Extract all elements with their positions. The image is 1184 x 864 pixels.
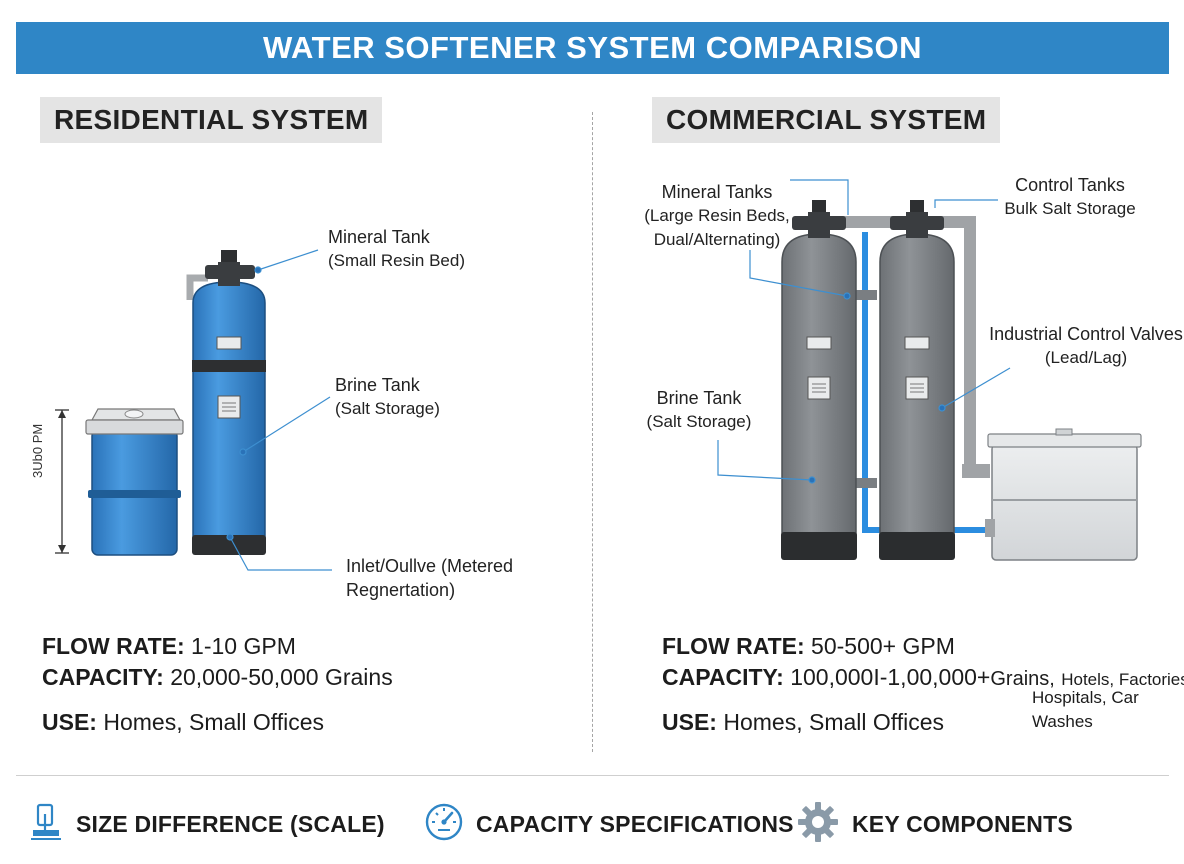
section-divider [592,112,593,752]
res-capacity: CAPACITY: 20,000-50,000 Grains [42,662,393,692]
com-control-tanks-callout: Control Tanks Bulk Salt Storage [1000,173,1140,221]
com-control-tanks-sub: Bulk Salt Storage [1004,199,1136,218]
res-mineral-tank-sub: (Small Resin Bed) [328,251,465,270]
res-brine-tank-title: Brine Tank [335,375,420,395]
com-brine-tank-sub: (Salt Storage) [646,412,752,431]
com-use-value: Homes, Small Offices [723,709,945,735]
commercial-leader-lines [717,179,1011,484]
gauge-icon [424,802,464,847]
com-mineral-tanks-sub2: Dual/Alternating) [653,230,781,249]
res-capacity-value: 20,000-50,000 Grains [170,664,393,690]
commercial-brine-tank [985,428,1142,561]
res-brine-tank-sub: (Salt Storage) [335,399,440,418]
residential-brine-tank [85,408,184,556]
com-capacity-extra1: Hotels, Factories, [1061,670,1184,689]
com-capacity: CAPACITY: 100,000I-1,00,000+Grains, Hote… [662,662,1184,695]
com-mineral-tanks-title: Mineral Tanks [661,182,773,202]
res-mineral-tank-callout: Mineral Tank (Small Resin Bed) [328,225,465,273]
com-control-valves-title: Industrial Control Valves [989,324,1183,344]
res-inlet-callout: Inlet/Oullve (Metered Regnertation) [346,554,513,602]
commercial-mineral-tank-1 [781,200,857,560]
residential-mineral-tank [186,250,266,555]
footer-label-size: SIZE DIFFERENCE (SCALE) [76,810,385,837]
com-flow-rate: FLOW RATE: 50-500+ GPM [662,631,955,661]
scale-label: 3Ub0 PM [30,423,45,478]
gear-icon [796,800,840,849]
scale-icon [30,802,64,847]
footer-label-components: KEY COMPONENTS [852,810,1073,837]
com-brine-tank-callout: Brine Tank (Salt Storage) [646,386,752,434]
footer-divider [16,775,1169,776]
res-capacity-label: CAPACITY: [42,664,164,690]
com-brine-tank-title: Brine Tank [656,388,742,408]
footer-capacity-specs: CAPACITY SPECIFICATIONS [424,800,794,848]
com-capacity-unit: Grains, [990,668,1055,690]
res-brine-tank-callout: Brine Tank (Salt Storage) [335,373,440,421]
res-flow-rate: FLOW RATE: 1-10 GPM [42,631,296,661]
res-mineral-tank-title: Mineral Tank [328,227,430,247]
com-flow-value: 50-500+ GPM [811,633,955,659]
com-capacity-extra2: Hospitals, Car Washes [1032,688,1139,731]
page-title: WATER SOFTENER SYSTEM COMPARISON [263,30,922,65]
com-capacity-value: 100,000I-1,00,000+ [790,664,991,690]
residential-heading: RESIDENTIAL SYSTEM [40,97,383,143]
commercial-heading: COMMERCIAL SYSTEM [652,97,1001,143]
commercial-mineral-tank-2 [879,200,955,560]
com-control-tanks-title: Control Tanks [1015,175,1125,195]
res-inlet-line1: Inlet/Oullve (Metered [346,556,514,576]
com-control-valves-callout: Industrial Control Valves (Lead/Lag) [988,322,1184,370]
res-use-value: Homes, Small Offices [103,709,325,735]
footer-label-capacity: CAPACITY SPECIFICATIONS [476,810,794,837]
com-capacity-label: CAPACITY: [662,664,784,690]
res-inlet-line2: Regnertation) [346,580,456,600]
com-mineral-tanks-sub1: (Large Resin Beds, [644,206,790,225]
res-flow-value: 1-10 GPM [191,633,296,659]
com-mineral-tanks-callout: Mineral Tanks (Large Resin Beds, Dual/Al… [642,180,792,252]
com-control-valves-sub: (Lead/Lag) [1044,348,1128,367]
res-use-label: USE: [42,709,97,735]
res-flow-label: FLOW RATE: [42,633,185,659]
scale-bar [55,409,69,554]
com-use: USE: Homes, Small Offices [662,707,944,737]
footer-key-components: KEY COMPONENTS [796,800,1073,848]
com-use-label: USE: [662,709,717,735]
com-flow-label: FLOW RATE: [662,633,805,659]
title-bar: WATER SOFTENER SYSTEM COMPARISON [16,22,1169,74]
res-use: USE: Homes, Small Offices [42,707,324,737]
residential-leader-lines [226,249,332,571]
footer-size-difference: SIZE DIFFERENCE (SCALE) [30,800,385,848]
